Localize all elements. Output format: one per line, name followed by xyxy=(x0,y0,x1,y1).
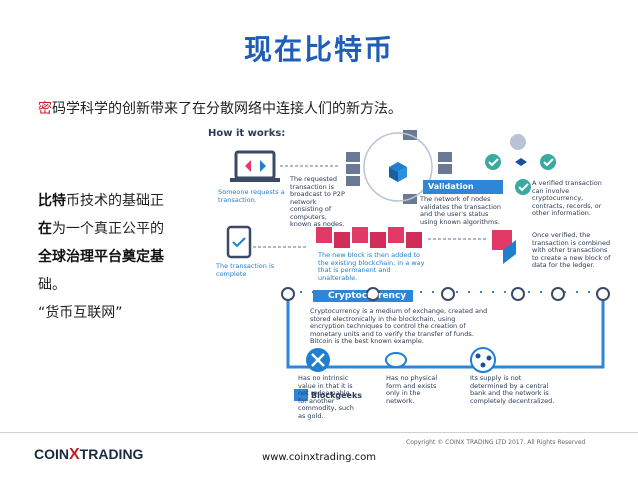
logo-text-x: X xyxy=(69,446,80,463)
left-line-4: 础。 xyxy=(38,277,66,293)
slide-subtitle: 密码学科学的创新带来了在分散网络中连接人们的新方法。 xyxy=(38,98,402,118)
left-line-3: 全球治理平台奠定基 xyxy=(38,249,164,265)
step6-text: The new block is then added to the exist… xyxy=(318,251,425,282)
footer-divider xyxy=(0,432,638,433)
left-line-1-rest: 币技术的基础正 xyxy=(66,193,164,209)
left-line-2-dark: 在 xyxy=(38,221,52,237)
feature3-text: Its supply is not determined by a centra… xyxy=(470,374,555,405)
left-line-2-rest: 为一个真正公平的 xyxy=(52,221,164,237)
check-icons xyxy=(485,134,556,195)
feature1-text: Has no intrinsic value in that it is not… xyxy=(298,374,354,420)
subtitle-highlight: 密 xyxy=(38,101,52,117)
phone-icon xyxy=(226,225,252,259)
crypto-banner xyxy=(313,290,413,302)
brand-label: Blockgeeks xyxy=(311,391,363,400)
feature2-text: Has no physical form and exists only in … xyxy=(386,374,438,405)
how-it-works-heading: How it works: xyxy=(208,128,286,139)
network-icon xyxy=(470,347,496,373)
step1-text: Someone requests a transaction. xyxy=(218,188,285,204)
step7-text: The transaction is complete xyxy=(216,262,275,278)
left-line-1-dark: 比特 xyxy=(38,193,66,209)
blockgeeks-logo xyxy=(294,389,308,401)
left-line-2: 在为一个真正公平的 xyxy=(38,215,193,243)
footer-copyright: Copyright © COINX TRADING LTD 2017. All … xyxy=(406,439,586,446)
infographic-graphics xyxy=(226,130,610,401)
validation-banner xyxy=(423,180,503,194)
validation-label: Validation xyxy=(428,182,474,191)
no-value-icon xyxy=(306,348,330,372)
subtitle-rest: 码学科学的创新带来了在分散网络中连接人们的新方法。 xyxy=(52,101,402,117)
blockchain-infographic: How it works: Someone requests a transac… xyxy=(208,122,623,422)
step5-text: Once verified, the transaction is combin… xyxy=(532,231,611,269)
left-line-1: 比特币技术的基础正 xyxy=(38,187,193,215)
crypto-heading: Cryptocurrency xyxy=(328,291,407,301)
step2-text: The requested transaction is broadcast t… xyxy=(290,175,345,228)
crypto-description: Cryptocurrency is a medium of exchange, … xyxy=(310,307,488,345)
cloud-icon xyxy=(385,352,407,368)
gear-icons xyxy=(281,287,610,301)
step4-text: A verified transaction can involve crypt… xyxy=(532,179,602,217)
slide-title: 现在比特币 xyxy=(243,33,394,66)
laptop-icon xyxy=(230,150,280,182)
logo-text-trading: TRADING xyxy=(79,446,144,462)
step3-text: The network of nodes validates the trans… xyxy=(420,195,502,226)
logo-text-coin: COIN xyxy=(34,446,69,462)
left-description: 比特币技术的基础正 在为一个真正公平的 全球治理平台奠定基 础。 “货币互联网” xyxy=(38,187,193,327)
blockchain-cubes-icon xyxy=(316,227,422,248)
coinx-logo: COINXTRADING xyxy=(34,444,154,466)
left-line-5: “货币互联网” xyxy=(38,305,123,321)
footer-url[interactable]: www.coinxtrading.com xyxy=(262,452,376,463)
new-block-icon xyxy=(492,230,516,264)
